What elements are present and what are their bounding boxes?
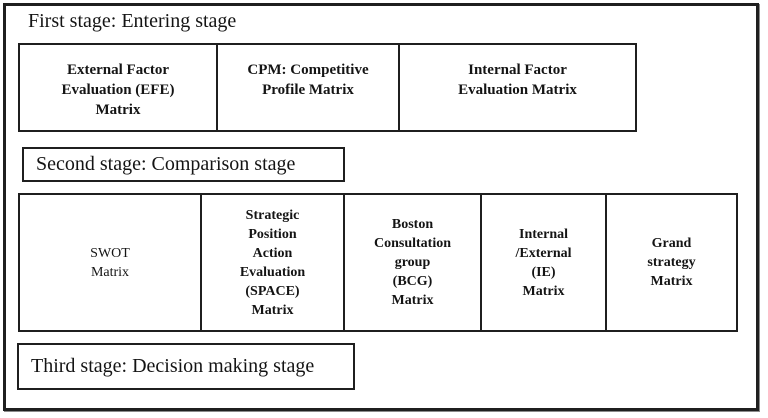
ife-matrix-label: Internal Factor Evaluation Matrix <box>458 62 577 98</box>
grand-strategy-matrix-label: Grand strategy Matrix <box>647 236 696 289</box>
box-grand-strategy-matrix: Grand strategy Matrix <box>605 193 738 332</box>
box-ife-matrix: Internal Factor Evaluation Matrix <box>398 43 637 132</box>
box-swot-matrix: SWOT Matrix <box>18 193 202 332</box>
box-space-matrix: Strategic Position Action Evaluation (SP… <box>200 193 345 332</box>
swot-matrix-label: SWOT Matrix <box>90 245 130 280</box>
box-bcg-matrix: Boston Consultation group (BCG) Matrix <box>343 193 482 332</box>
framework-diagram-frame: First stage: Entering stage External Fac… <box>3 3 759 411</box>
stage1-heading: First stage: Entering stage <box>28 10 237 32</box>
cpm-matrix-label: CPM: Competitive Profile Matrix <box>247 62 369 98</box>
box-efe-matrix: External Factor Evaluation (EFE) Matrix <box>18 43 218 132</box>
box-ie-matrix: Internal /External (IE) Matrix <box>480 193 607 332</box>
stage2-heading: Second stage: Comparison stage <box>36 153 296 175</box>
box-cpm-matrix: CPM: Competitive Profile Matrix <box>216 43 400 132</box>
bcg-matrix-label: Boston Consultation group (BCG) Matrix <box>373 217 452 308</box>
stage3-heading: Third stage: Decision making stage <box>31 355 315 377</box>
stage2-heading-box: Second stage: Comparison stage <box>22 147 345 182</box>
efe-matrix-label: External Factor Evaluation (EFE) Matrix <box>61 62 175 118</box>
ie-matrix-label: Internal /External (IE) Matrix <box>515 226 572 299</box>
stage3-heading-box: Third stage: Decision making stage <box>17 343 355 390</box>
space-matrix-label: Strategic Position Action Evaluation (SP… <box>239 207 306 318</box>
